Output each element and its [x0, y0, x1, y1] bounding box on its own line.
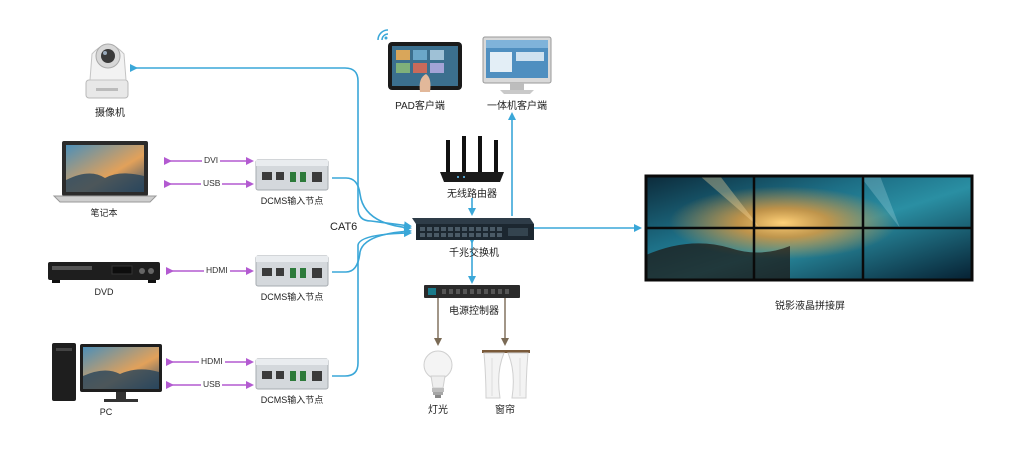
curtain-icon: [482, 350, 530, 399]
laptop-label: 笔记本: [90, 208, 118, 218]
lamp-label: 灯光: [428, 405, 448, 416]
edge-label-usb-2: USB: [201, 379, 223, 389]
encoder-icon-1: [255, 159, 329, 191]
camera-icon: [85, 43, 129, 99]
edge-label-dvi: DVI: [202, 155, 221, 165]
light-bulb-icon: [423, 350, 453, 398]
aio-label: 一体机客户端: [487, 101, 547, 112]
pad-label: PAD客户端: [395, 101, 445, 112]
videowall-label: 锐影液晶拼接屏: [775, 301, 845, 312]
edge-label-usb-1: USB: [201, 178, 223, 188]
router-icon: [440, 136, 504, 182]
wire-camera-switch: [130, 64, 412, 230]
pc-label: PC: [99, 407, 113, 417]
camera-label: 摄像机: [95, 108, 125, 119]
encoder-label-2: DCMS输入节点: [260, 292, 324, 302]
encoder-icon-3: [255, 358, 329, 390]
encoder-icon-2: [255, 255, 329, 287]
network-wires: [130, 64, 642, 377]
edge-label-hdmi-dvd: HDMI: [204, 265, 230, 275]
encoder-label-1: DCMS输入节点: [260, 196, 324, 206]
encoder-label-3: DCMS输入节点: [260, 395, 324, 405]
monitor-icon: [482, 36, 552, 94]
laptop-icon: [52, 141, 158, 203]
wire-encoder3-switch: [332, 229, 412, 377]
tablet-icon: [388, 42, 462, 92]
power-controller-icon: [424, 285, 520, 298]
dvd-label: DVD: [94, 287, 114, 297]
power-wires: [434, 298, 509, 346]
edge-label-cat6: CAT6: [330, 221, 358, 233]
router-label: 无线路由器: [447, 189, 497, 200]
pc-icon: [52, 343, 162, 402]
network-switch-icon: [412, 218, 534, 240]
switch-label: 千兆交换机: [449, 248, 499, 259]
edge-label-hdmi-pc: HDMI: [199, 356, 225, 366]
curtain-label: 窗帘: [495, 405, 515, 416]
power-controller-label: 电源控制器: [449, 306, 499, 317]
wire-encoder1-switch: [332, 177, 412, 232]
wifi-icon: [377, 29, 389, 41]
video-wall-icon: [644, 174, 974, 282]
dvd-player-icon: [48, 262, 160, 283]
